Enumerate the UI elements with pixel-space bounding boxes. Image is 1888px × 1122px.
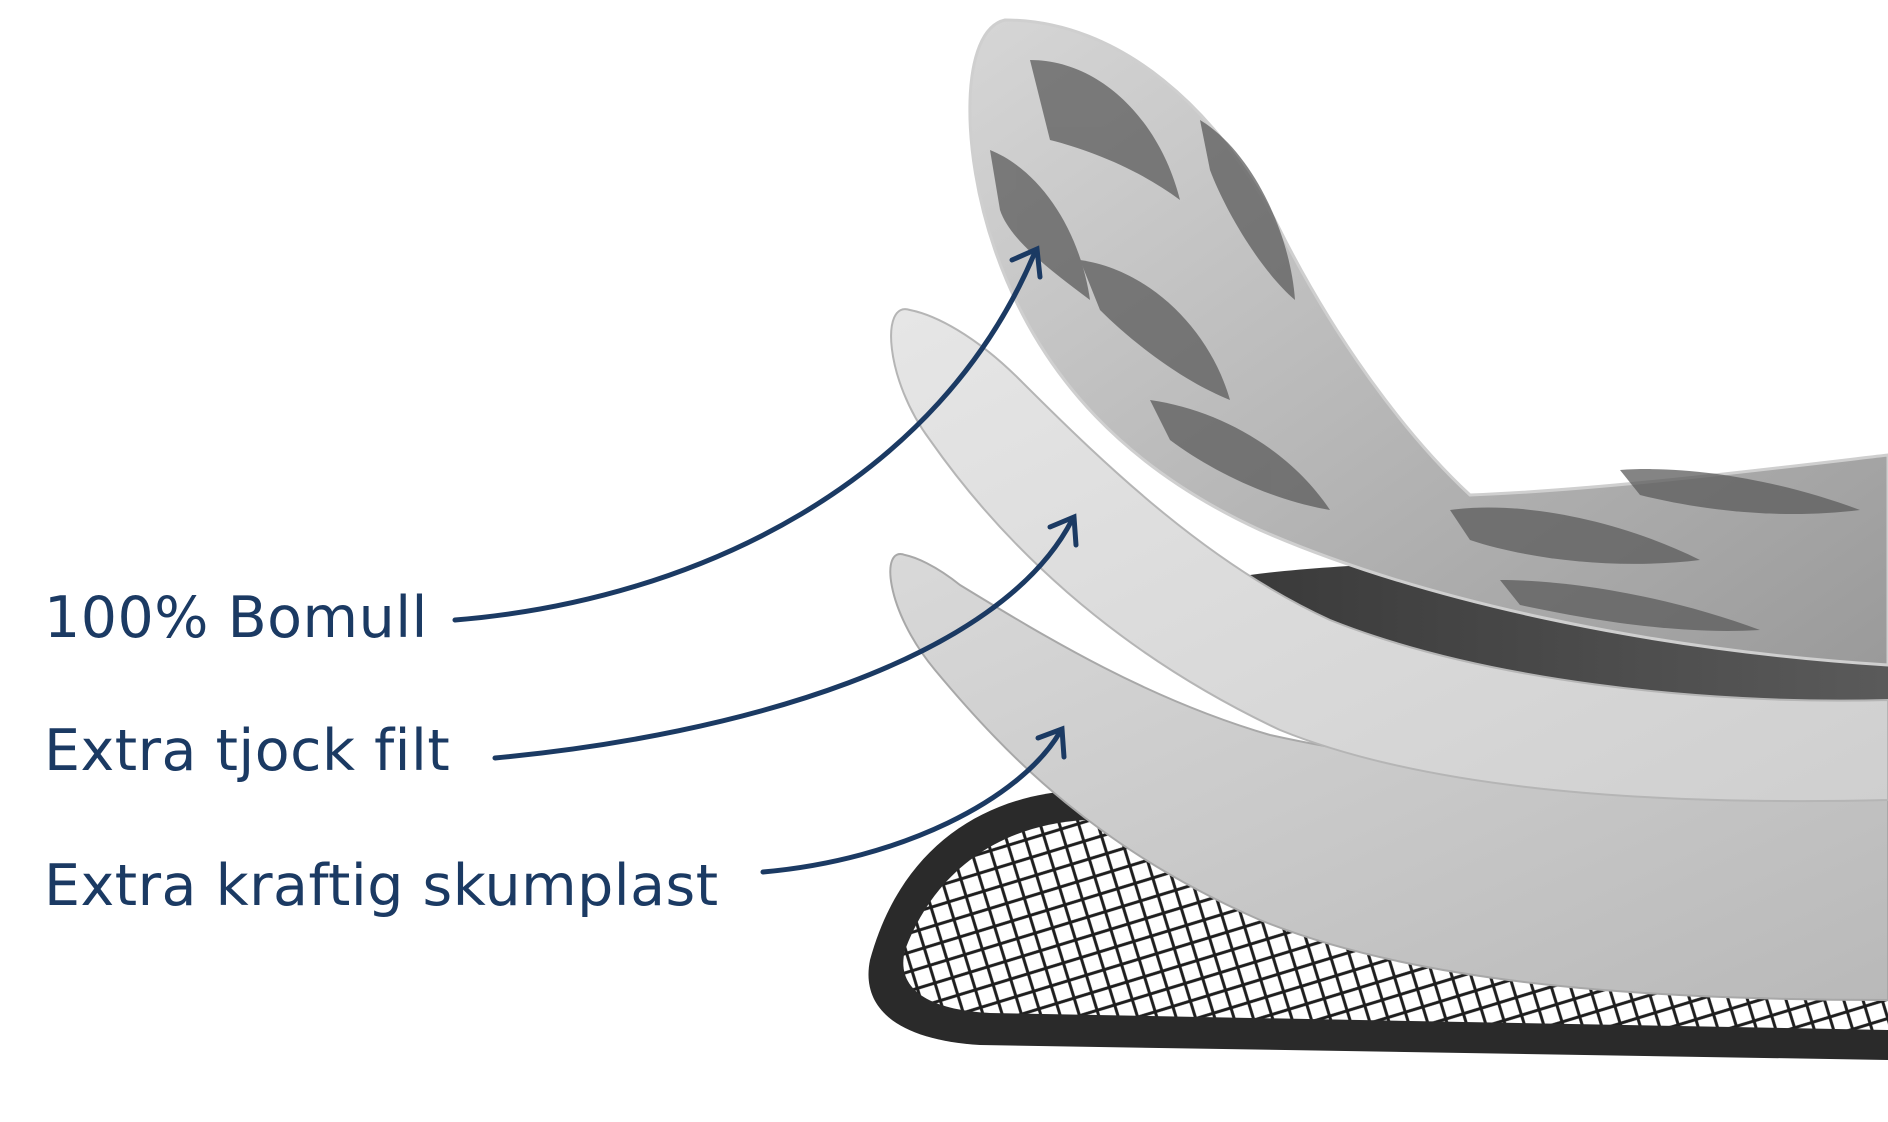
callout-line-felt [492,517,1075,761]
label-cotton: 100% Bomull [44,585,428,651]
foam-layer [889,552,1888,1002]
cotton-layer [968,18,1888,667]
callout-line-cotton [452,249,1038,623]
label-felt: Extra tjock filt [44,718,451,784]
label-foam: Extra kraftig skumplast [44,853,719,919]
callout-line-foam [760,729,1063,875]
callout-arrowhead-felt [1047,513,1079,548]
callout-arrowhead-foam [1035,725,1067,760]
felt-layer [890,308,1888,803]
callout-arrowhead-cotton [1009,245,1043,280]
